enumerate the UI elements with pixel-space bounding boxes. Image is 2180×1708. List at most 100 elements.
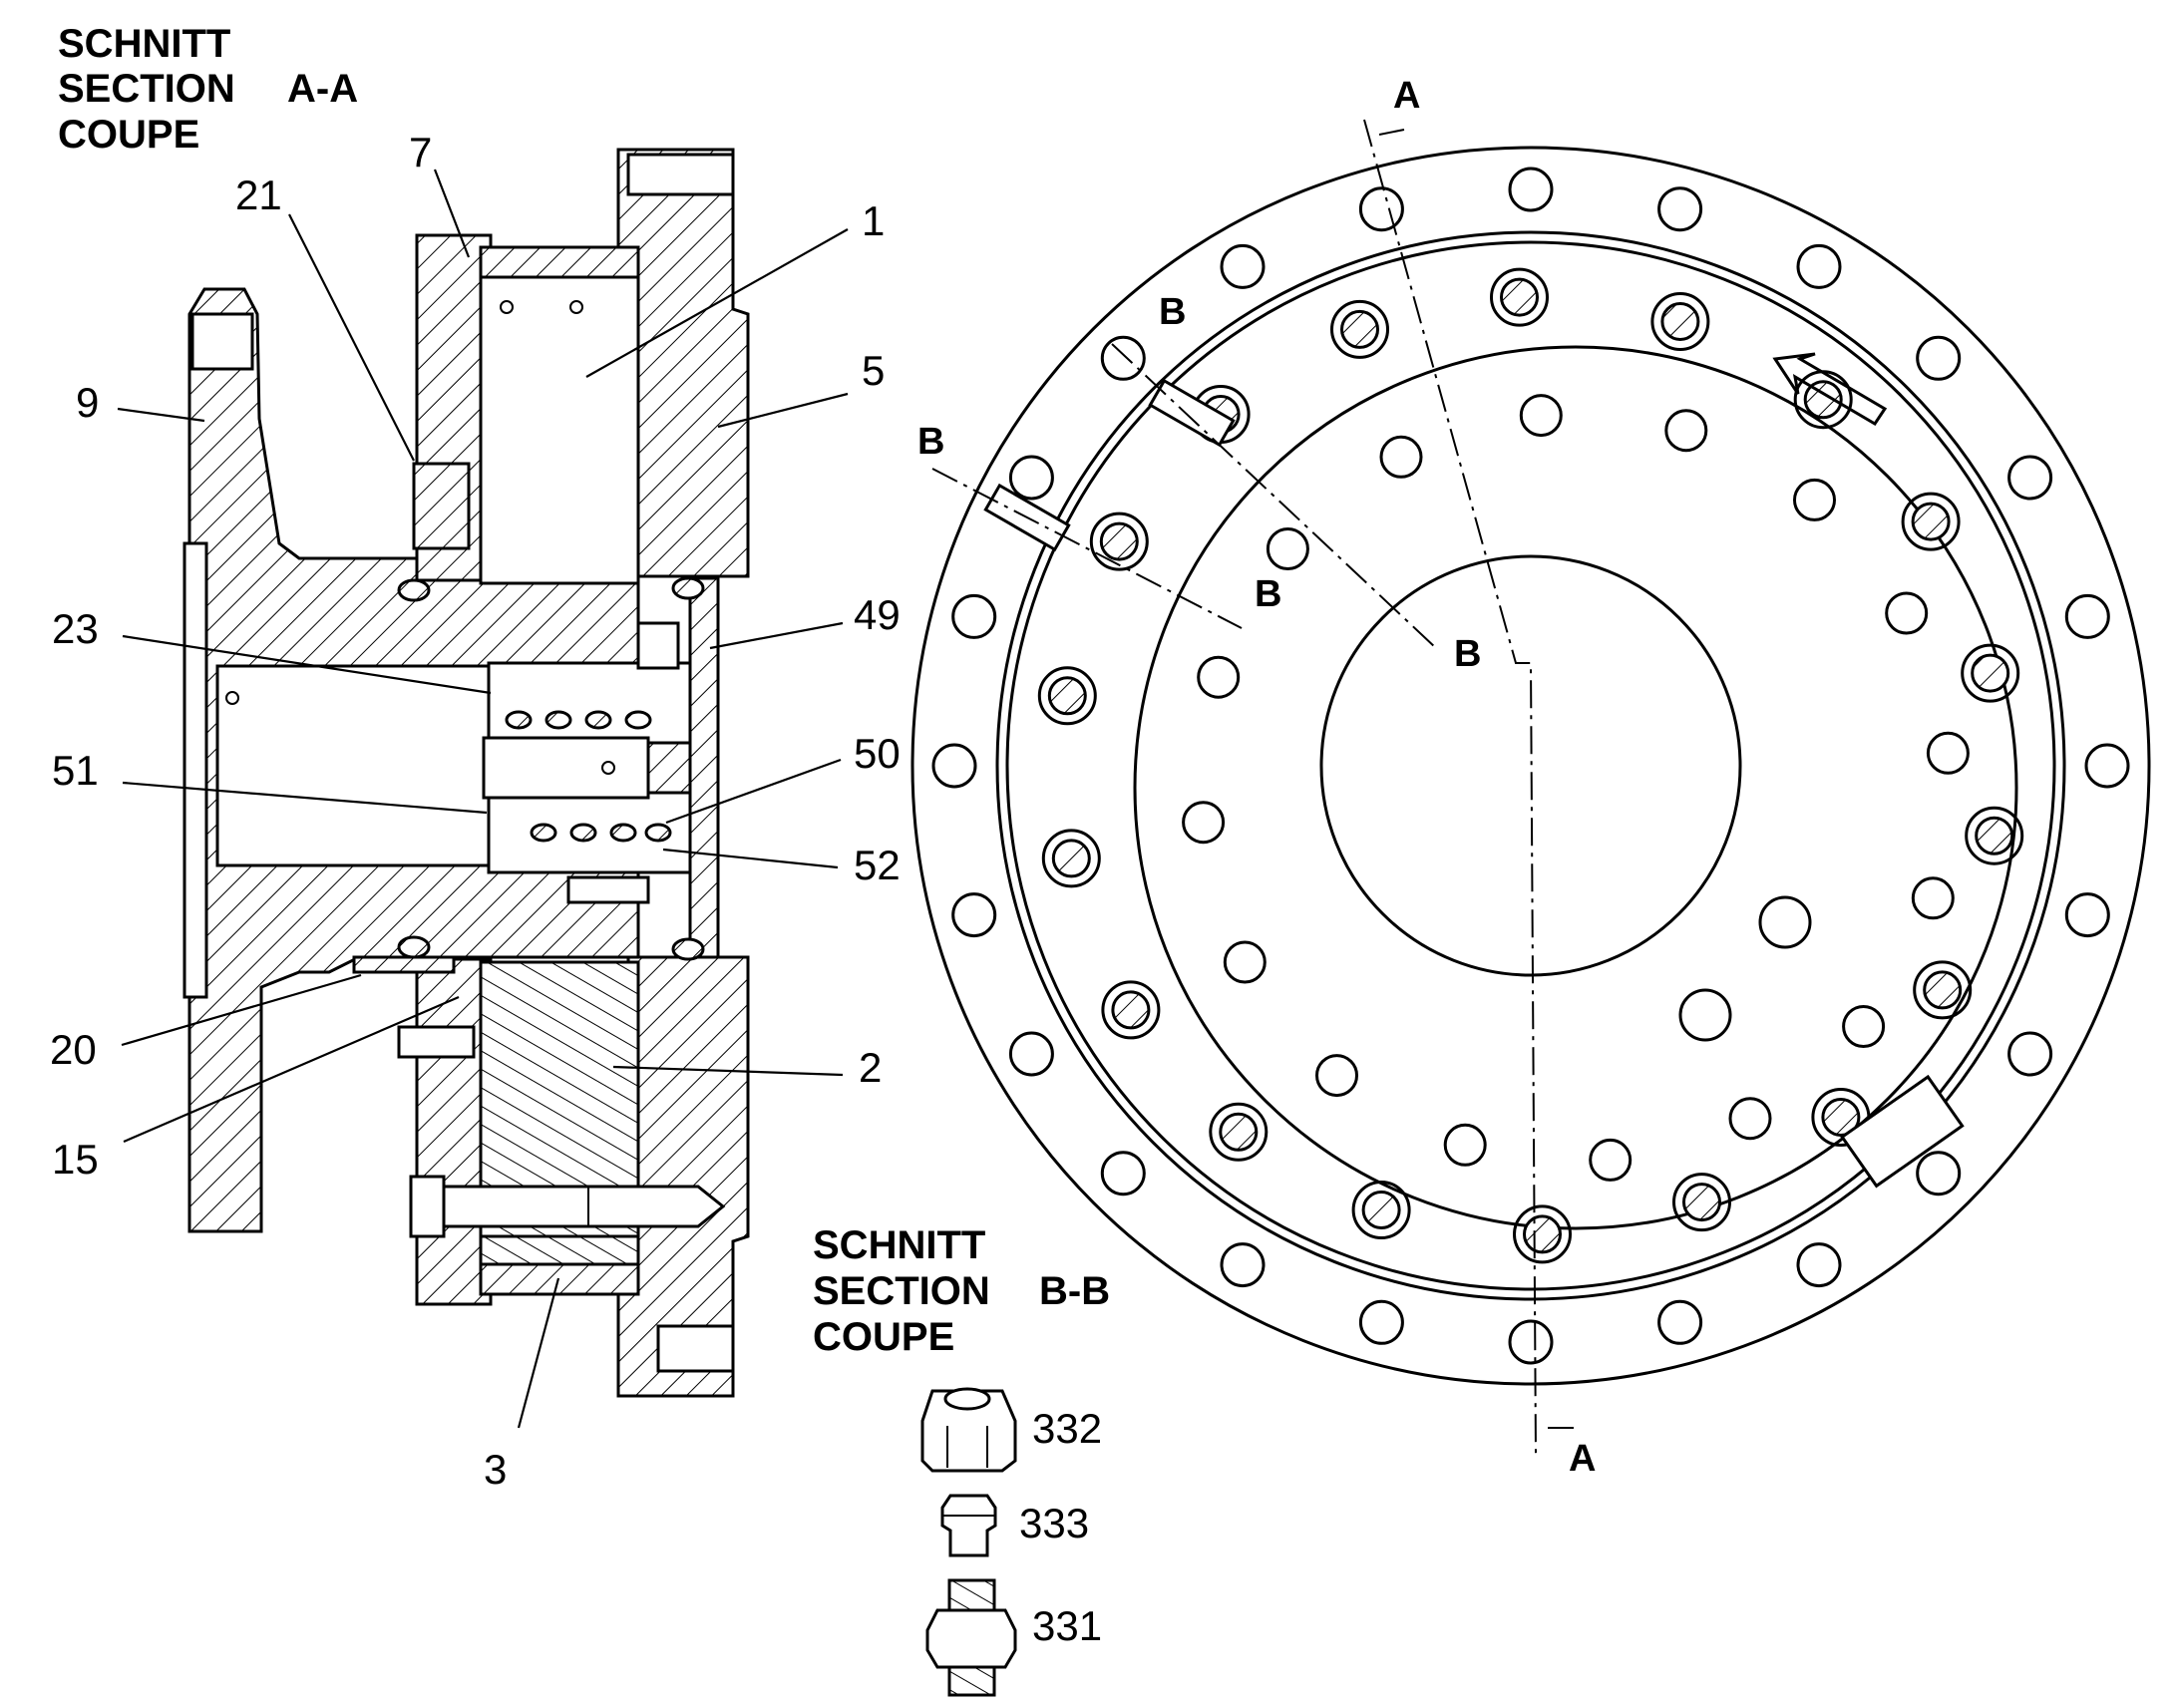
cover-hole <box>1885 591 1929 635</box>
outer-bolt-hole <box>1100 1151 1146 1196</box>
section-aa-title-line-2: SECTION <box>58 67 235 111</box>
label-3: 3 <box>484 1446 507 1493</box>
section-bb-title: SCHNITT SECTION COUPE B-B <box>813 1223 1110 1359</box>
spring-upper <box>505 710 652 730</box>
inner-bolt-socket <box>1361 1191 1401 1229</box>
outer-bolt-hole <box>1358 1299 1404 1345</box>
outer-bolt-hole <box>2064 593 2110 639</box>
fitting-332 <box>920 1387 1017 1473</box>
outer-bolt-hole <box>1008 1031 1054 1077</box>
cut-marker-a-bottom: A <box>1569 1438 1596 1480</box>
cover-hole <box>1182 801 1226 845</box>
inner-bolt-head <box>1101 980 1161 1040</box>
part-9-top-slot <box>190 312 254 371</box>
part-3-cap <box>479 1262 640 1296</box>
outer-bolt-hole <box>1100 335 1146 381</box>
label-5: 5 <box>862 347 885 394</box>
inner-bolt-head <box>1650 292 1710 351</box>
label-20: 20 <box>50 1026 97 1073</box>
part-5-top-notch <box>626 153 735 196</box>
label-49: 49 <box>854 591 901 638</box>
cross-section-aa <box>182 148 750 1398</box>
section-aa-id: A-A <box>287 67 358 111</box>
inner-bolt-socket <box>1047 676 1087 716</box>
outer-bolt-hole <box>1657 1299 1703 1345</box>
outer-bolt-hole <box>1220 1242 1266 1288</box>
outer-bolt-hole <box>2084 743 2130 789</box>
outer-bolt-hole <box>1796 243 1842 289</box>
cover-hole <box>1842 1005 1886 1048</box>
label-333: 333 <box>1019 1500 1089 1546</box>
inner-bolt-socket <box>1219 1112 1259 1152</box>
inner-bolt-head <box>1330 299 1389 359</box>
inner-bolt-head <box>1209 1102 1269 1162</box>
small-screw-lower <box>566 875 650 904</box>
inner-bolt-head <box>1037 666 1097 726</box>
outer-bolt-hole <box>1657 186 1703 232</box>
section-aa-title-line-1: SCHNITT <box>58 22 230 66</box>
inner-bolt-socket <box>1682 1183 1721 1222</box>
outer-bolt-hole <box>2007 1031 2053 1077</box>
outer-bolt-hole <box>1008 455 1054 501</box>
center-bore <box>1319 554 1742 977</box>
section-bb-title-line-3: COUPE <box>813 1315 954 1359</box>
section-bb-title-line-1: SCHNITT <box>813 1223 985 1267</box>
inner-bolt-socket <box>1975 816 2014 855</box>
inner-bolt-head <box>1901 492 1961 551</box>
inner-bolt-head <box>1672 1173 1731 1232</box>
fitting-333 <box>940 1494 997 1557</box>
part-21-ring <box>412 462 471 550</box>
small-screw-side <box>397 1025 476 1059</box>
outer-bolt-hole <box>951 892 997 938</box>
inner-bolt-head <box>1041 829 1101 888</box>
small-screw-upper <box>636 621 680 670</box>
label-52: 52 <box>854 842 901 888</box>
cover-hole <box>1315 1054 1358 1098</box>
inner-bolt-socket <box>1340 309 1379 349</box>
cover-hole <box>1223 940 1267 984</box>
cover-hole <box>1197 655 1241 699</box>
seal-2 <box>397 935 431 959</box>
valve-port <box>601 761 615 775</box>
inner-bolt-socket <box>1923 970 1963 1010</box>
label-2: 2 <box>859 1044 882 1091</box>
cut-marker-b-3: B <box>1255 573 1281 615</box>
inner-bolt-head <box>1513 1204 1572 1264</box>
label-7: 7 <box>409 129 432 175</box>
label-15: 15 <box>52 1136 99 1183</box>
outer-bolt-hole <box>1508 167 1554 212</box>
spring-lower <box>530 823 672 843</box>
cover-hole <box>1664 409 1708 453</box>
outer-bolt-hole <box>1916 1151 1962 1196</box>
inner-bolt-socket <box>1111 990 1151 1030</box>
cover-hole <box>1728 1097 1772 1141</box>
part-20-ring <box>352 955 456 974</box>
outer-bolt-hole <box>1796 1242 1842 1288</box>
outer-bolt-hole <box>1916 335 1962 381</box>
bore-hole <box>225 691 239 705</box>
inner-bolt-socket <box>1051 839 1091 878</box>
cut-marker-a-top: A <box>1393 75 1420 117</box>
inner-bolt-socket <box>1911 502 1951 541</box>
section-bb-title-line-2: SECTION <box>813 1269 990 1313</box>
cover-disc <box>1133 345 2018 1230</box>
third-ring <box>1005 240 2056 1291</box>
inner-bolt-heads <box>1037 267 2024 1264</box>
cover-hole <box>1793 478 1836 521</box>
outer-bolt-holes <box>931 167 2130 1365</box>
front-view <box>910 146 2151 1386</box>
cover-hole <box>1379 435 1423 479</box>
section-aa-callouts: 7 21 1 5 9 23 49 51 50 52 20 15 2 3 <box>50 129 901 1493</box>
outer-bolt-hole <box>1220 243 1266 289</box>
valve-spool <box>482 736 650 800</box>
label-332: 332 <box>1032 1405 1102 1452</box>
front-fittings <box>983 352 1965 1189</box>
inner-bolt-head <box>1089 512 1149 571</box>
inner-bolt-head <box>1913 960 1973 1020</box>
cover-hole <box>1443 1123 1487 1167</box>
inner-bolt-socket <box>1803 380 1843 420</box>
cut-marker-b-1: B <box>1159 291 1186 333</box>
label-23: 23 <box>52 605 99 652</box>
label-331: 331 <box>1032 1602 1102 1649</box>
seal-3 <box>671 576 705 600</box>
